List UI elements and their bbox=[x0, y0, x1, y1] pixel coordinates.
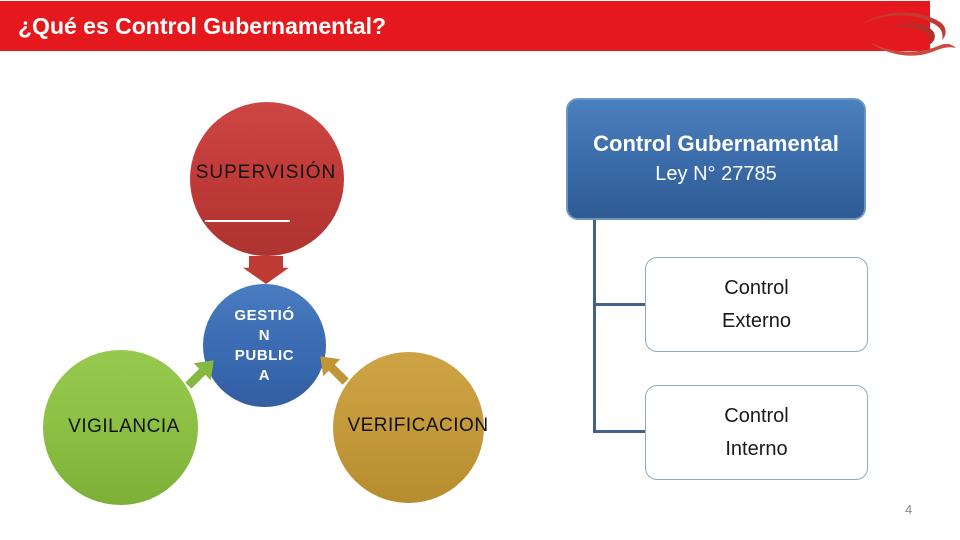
gestion-publica-circle: GESTIÓ N PUBLIC A bbox=[203, 284, 326, 407]
supervision-circle bbox=[190, 102, 344, 256]
down-arrow-icon bbox=[243, 256, 289, 284]
control-gubernamental-box: Control Gubernamental Ley N° 27785 bbox=[566, 98, 866, 220]
supervision-underline bbox=[205, 220, 290, 222]
connector-branch-interno bbox=[593, 430, 645, 433]
connector-branch-externo bbox=[593, 303, 645, 306]
page-title: ¿Qué es Control Gubernamental? bbox=[18, 13, 387, 39]
vigilancia-circle bbox=[43, 350, 198, 505]
gestion-publica-label: GESTIÓ N PUBLIC A bbox=[234, 306, 295, 384]
logo-swirl-icon bbox=[862, 12, 956, 56]
verificacion-circle bbox=[333, 352, 484, 503]
page-number: 4 bbox=[905, 502, 913, 517]
root-box-subtitle: Ley N° 27785 bbox=[655, 163, 777, 185]
supervision-label: SUPERVISIÓN bbox=[195, 162, 337, 183]
control-externo-box: Control Externo bbox=[645, 257, 868, 352]
verificacion-label: VERIFICACION bbox=[347, 415, 489, 436]
root-box-title: Control Gubernamental bbox=[593, 131, 839, 156]
control-interno-box: Control Interno bbox=[645, 385, 868, 480]
vigilancia-label: VIGILANCIA bbox=[68, 416, 180, 437]
connector-vertical bbox=[593, 220, 596, 433]
header-bar: ¿Qué es Control Gubernamental? bbox=[0, 1, 930, 51]
